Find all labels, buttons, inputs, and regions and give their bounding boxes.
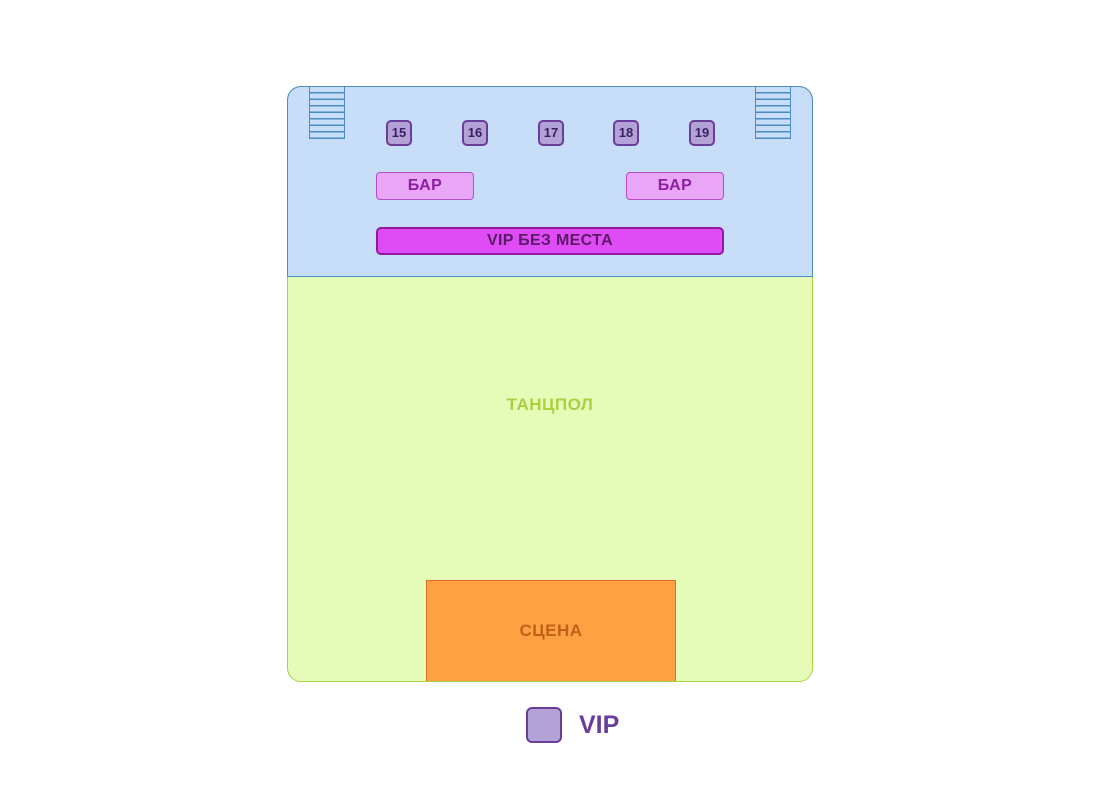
legend-vip-label: VIP xyxy=(579,711,620,739)
vip-table-15[interactable]: 15 xyxy=(386,120,412,146)
venue-floor-plan: 15 16 17 18 19 БАР БАР VIP БЕЗ МЕСТА ТАН… xyxy=(287,86,813,682)
dancefloor-label: ТАНЦПОЛ xyxy=(506,395,594,414)
stairs-right-icon xyxy=(755,87,791,139)
bar-right: БАР xyxy=(626,172,724,200)
vip-table-19[interactable]: 19 xyxy=(689,120,715,146)
legend-vip-swatch xyxy=(526,707,562,743)
vip-zone: 15 16 17 18 19 БАР БАР VIP БЕЗ МЕСТА xyxy=(288,87,812,277)
vip-table-16[interactable]: 16 xyxy=(462,120,488,146)
legend: VIP xyxy=(526,706,619,744)
vip-standing-area[interactable]: VIP БЕЗ МЕСТА xyxy=(376,227,724,255)
vip-table-17[interactable]: 17 xyxy=(538,120,564,146)
vip-table-18[interactable]: 18 xyxy=(613,120,639,146)
stairs-left-icon xyxy=(309,87,345,139)
stage: СЦЕНА xyxy=(426,580,676,681)
bar-left: БАР xyxy=(376,172,474,200)
